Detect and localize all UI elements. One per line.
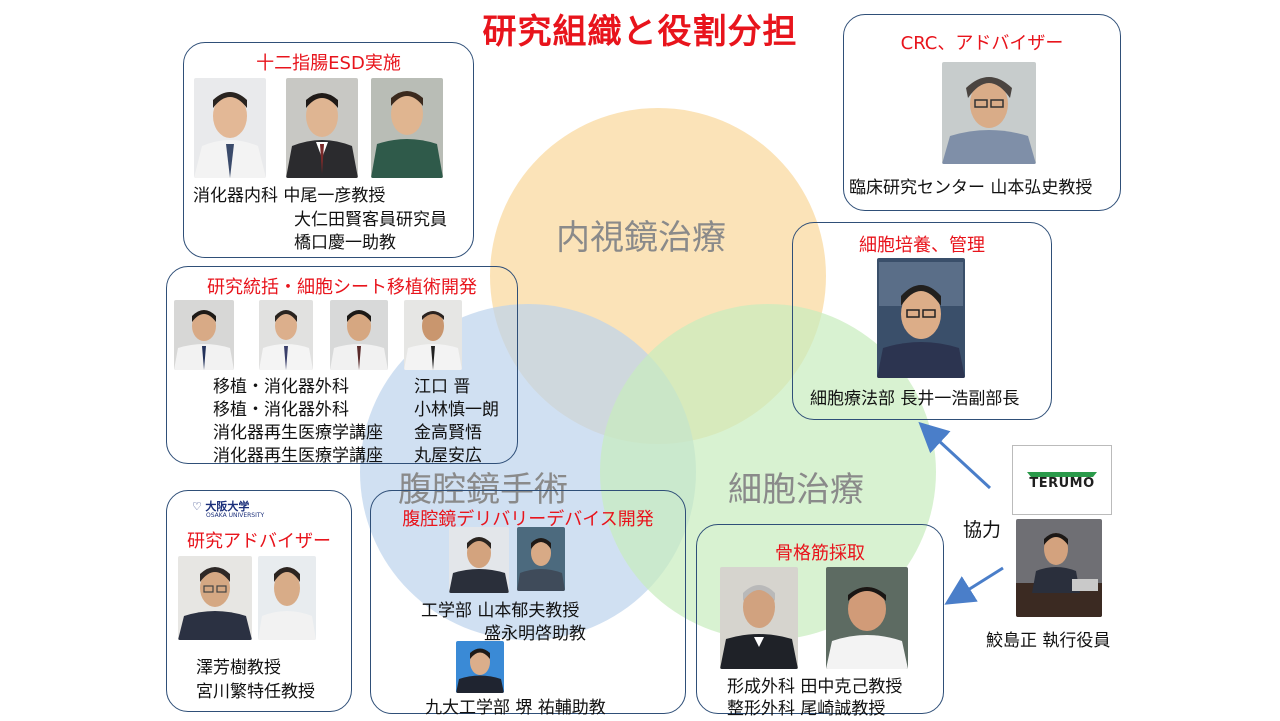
advisor-line-2: 宮川繁特任教授 xyxy=(196,682,315,702)
research-name-1: 江口 晋 xyxy=(414,377,471,397)
photo-muscle-2 xyxy=(826,567,908,669)
photo-esd-2 xyxy=(286,78,358,178)
box-advisor-title: 研究アドバイザー xyxy=(187,531,331,552)
label-cell-therapy: 細胞治療 xyxy=(728,470,864,510)
photo-research-2 xyxy=(259,300,313,370)
photo-device-2 xyxy=(517,527,565,591)
arrow-to-culture xyxy=(918,421,992,490)
circle-laparoscopy xyxy=(360,304,696,640)
photo-advisor-2 xyxy=(258,556,316,640)
photo-culture xyxy=(877,258,965,378)
muscle-line-1: 形成外科 田中克己教授 xyxy=(727,677,903,697)
box-research: 研究統括・細胞シート移植術開発 xyxy=(166,266,518,464)
box-culture: 細胞培養、管理 xyxy=(792,222,1052,420)
esd-line-1: 消化器内科 中尾一彦教授 xyxy=(193,186,386,206)
box-muscle-title: 骨格筋採取 xyxy=(775,543,865,564)
advisor-line-1: 澤芳樹教授 xyxy=(196,658,281,678)
research-dept-2: 移植・消化器外科 xyxy=(213,400,349,420)
photo-esd-1 xyxy=(194,78,266,178)
photo-crc xyxy=(942,62,1036,164)
osaka-logo-text: 大阪大学 xyxy=(205,500,250,513)
page-title: 研究組織と役割分担 xyxy=(482,12,798,52)
esd-line-3: 橋口慶一助教 xyxy=(294,233,396,253)
photo-research-3 xyxy=(330,300,388,370)
research-name-2: 小林慎一朗 xyxy=(414,400,499,420)
device-line-2: 盛永明啓助教 xyxy=(484,624,586,644)
label-endoscopy: 内視鏡治療 xyxy=(556,218,726,258)
osaka-university-logo: ♡ 大阪大学 OSAKA UNIVERSITY xyxy=(192,498,264,519)
box-culture-title: 細胞培養、管理 xyxy=(859,235,985,256)
research-name-4: 丸屋安広 xyxy=(414,446,482,466)
osaka-logo-icon: ♡ xyxy=(192,500,202,513)
box-muscle: 骨格筋採取 xyxy=(696,524,944,714)
photo-device-3 xyxy=(456,641,504,693)
partner-name: 鮫島正 執行役員 xyxy=(986,631,1111,651)
arrow-to-muscle xyxy=(944,566,1004,605)
box-crc: CRC、アドバイザー xyxy=(843,14,1121,211)
box-esd: 十二指腸ESD実施 xyxy=(183,42,474,258)
esd-line-2: 大仁田賢客員研究員 xyxy=(294,210,447,230)
research-dept-4: 消化器再生医療学講座 xyxy=(213,446,383,466)
circle-cell-therapy xyxy=(600,304,936,640)
box-research-title: 研究統括・細胞シート移植術開発 xyxy=(207,277,477,298)
photo-research-4 xyxy=(404,300,462,370)
research-dept-1: 移植・消化器外科 xyxy=(213,377,349,397)
culture-line-1: 細胞療法部 長井一浩副部長 xyxy=(810,389,1020,409)
photo-muscle-1 xyxy=(720,567,798,669)
research-name-3: 金高賢悟 xyxy=(414,423,482,443)
research-dept-3: 消化器再生医療学講座 xyxy=(213,423,383,443)
osaka-logo-sub: OSAKA UNIVERSITY xyxy=(206,512,265,519)
box-device: 腹腔鏡デリバリーデバイス開発 xyxy=(370,490,686,714)
photo-advisor-1 xyxy=(178,556,252,640)
terumo-logo-text: TERUMO xyxy=(1029,476,1095,491)
box-device-title: 腹腔鏡デリバリーデバイス開発 xyxy=(402,509,654,530)
terumo-logo-box: TERUMO xyxy=(1012,445,1112,515)
muscle-line-2: 整形外科 尾崎誠教授 xyxy=(727,699,886,719)
photo-partner xyxy=(1016,519,1102,617)
device-extra: 九大工学部 堺 祐輔助教 xyxy=(425,698,606,718)
device-line-1: 工学部 山本郁夫教授 xyxy=(421,601,580,621)
photo-esd-3 xyxy=(371,78,443,178)
collab-label: 協力 xyxy=(963,519,1002,541)
crc-line-1: 臨床研究センター 山本弘史教授 xyxy=(849,178,1093,198)
photo-device-1 xyxy=(449,527,509,593)
box-crc-title: CRC、アドバイザー xyxy=(900,33,1064,54)
photo-research-1 xyxy=(174,300,234,370)
box-advisor: 研究アドバイザー xyxy=(166,490,352,712)
box-esd-title: 十二指腸ESD実施 xyxy=(256,53,401,74)
terumo-logo-icon xyxy=(1027,472,1097,477)
